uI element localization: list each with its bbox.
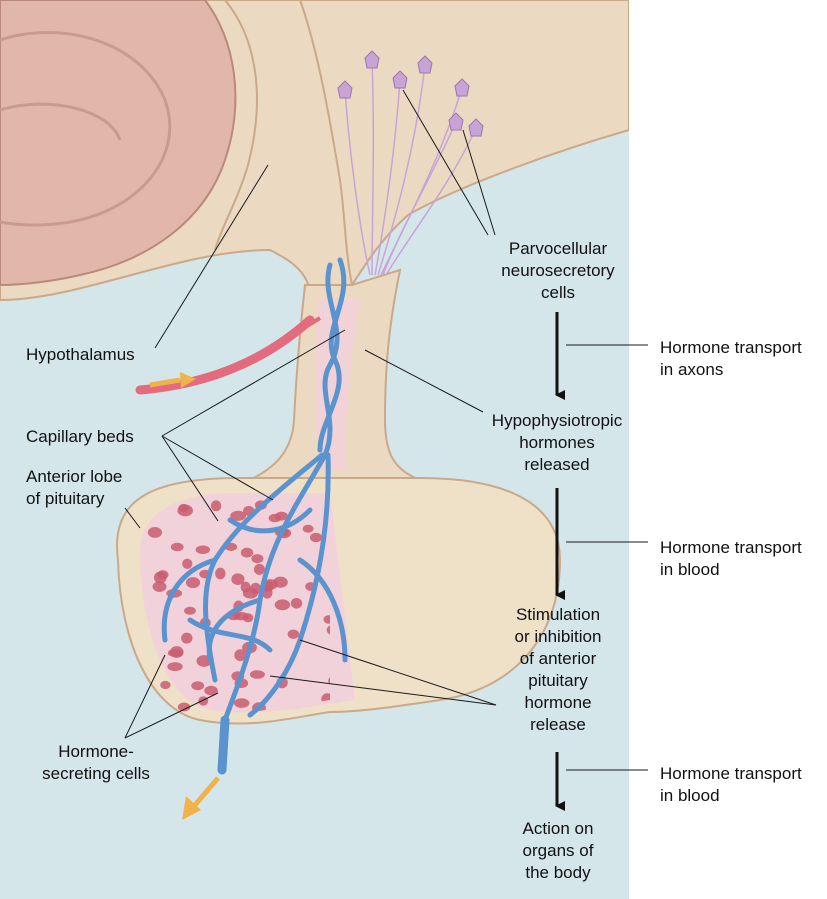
illustration-panel	[0, 0, 629, 899]
secretory-cell	[230, 510, 247, 521]
secretory-cell	[191, 681, 205, 691]
neuron-cell-body	[337, 80, 353, 99]
secretory-cell	[185, 577, 201, 589]
label-capillary-beds: Capillary beds	[26, 427, 134, 446]
neuron-cell-body	[454, 78, 470, 97]
transport-leader-lines	[566, 344, 648, 771]
secretory-cell	[210, 500, 222, 512]
neuron-cell-body	[468, 118, 484, 137]
secretory-cell	[323, 615, 330, 624]
secretory-cell	[170, 542, 184, 552]
secretory-cell	[182, 558, 193, 569]
label-transport-blood-2: Hormone transport in blood	[660, 764, 802, 805]
capillary-network	[161, 257, 348, 775]
secretory-cell	[233, 612, 249, 621]
secretory-cell	[274, 599, 291, 611]
blood-outflow-arrow	[193, 776, 220, 807]
label-hypothalamus: Hypothalamus	[26, 345, 135, 364]
secretory-cell	[310, 532, 322, 543]
neuron-cell-bodies	[337, 50, 484, 137]
secretory-cell	[167, 662, 183, 672]
secretory-cell	[181, 632, 193, 644]
neuron-cell-body	[448, 112, 464, 131]
secretory-cell	[170, 646, 184, 658]
leader-lines	[124, 89, 497, 739]
secretory-cell	[184, 606, 196, 615]
secretory-cell	[177, 702, 191, 712]
cerebrum-fold-2	[0, 102, 122, 141]
blood-inflow-arrowhead	[180, 372, 196, 388]
secretory-cell	[160, 680, 171, 690]
label-parvocellular-cells: Parvocellular neurosecretory cells	[501, 239, 615, 302]
blood-outflow-arrowhead	[182, 796, 201, 820]
secretory-cell	[204, 685, 218, 696]
secretory-cell	[249, 670, 265, 679]
secretory-cell	[273, 576, 288, 588]
secretory-cell	[198, 696, 209, 706]
secretory-cell	[287, 629, 300, 639]
secretory-cell	[242, 587, 258, 599]
secretory-cell	[302, 524, 314, 533]
cerebrum	[0, 0, 237, 287]
label-stimulation-inhibition: Stimulation or inhibition of anterior pi…	[514, 605, 602, 734]
blood-inflow-arrow	[149, 377, 181, 388]
secretory-cell	[240, 547, 254, 558]
cerebrum-fold	[0, 31, 172, 227]
secretory-cell	[253, 563, 265, 575]
secretory-cell	[268, 513, 281, 523]
secretory-cell	[231, 573, 245, 585]
secretory-cell	[234, 698, 250, 708]
label-transport-blood-1: Hormone transport in blood	[660, 538, 802, 579]
neuron-cell-body	[417, 55, 433, 74]
neuron-cell-body	[392, 70, 408, 89]
label-hypophysiotropic-hormones: Hypophysiotropic hormones released	[491, 411, 623, 474]
secretory-cell	[290, 598, 303, 609]
secretory-cell	[234, 649, 247, 662]
label-hormone-secreting-cells: Hormone- secreting cells	[42, 742, 150, 783]
neuron-cell-body	[364, 50, 380, 69]
brain-ridge-2	[299, 0, 353, 286]
secretory-cell	[195, 545, 210, 554]
parvocellular-neurons	[344, 59, 477, 276]
artery-branch	[263, 316, 322, 357]
secretory-cell	[152, 581, 167, 592]
secretory-cell	[153, 571, 167, 584]
secretory-cell	[215, 567, 226, 580]
secretory-cell	[178, 503, 189, 512]
secretory-cell	[261, 586, 273, 599]
label-action-on-organs: Action on organs of the body	[522, 819, 594, 882]
secretory-cell	[251, 554, 264, 564]
label-transport-axons: Hormone transport in axons	[660, 338, 802, 379]
secretory-cell	[147, 527, 162, 538]
label-anterior-lobe: Anterior lobe of pituitary	[26, 467, 123, 508]
brain-ridge	[214, 0, 258, 251]
